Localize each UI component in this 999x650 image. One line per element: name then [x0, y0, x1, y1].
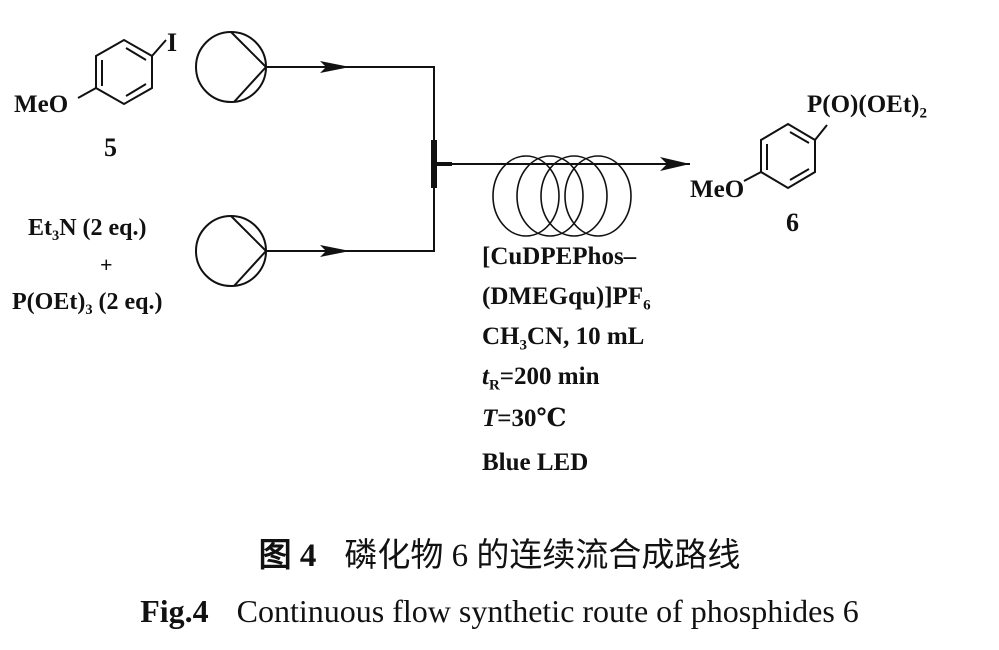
caption-english: Fig.4 Continuous flow synthetic route of … — [0, 593, 999, 630]
feed-line-1 — [266, 66, 435, 140]
caption-en-text: Continuous flow synthetic route of phosp… — [236, 593, 859, 629]
arrowhead-feed-2 — [320, 245, 350, 257]
subscript: 3 — [52, 228, 60, 245]
plus-sign: + — [100, 252, 113, 277]
residence-time-label: tR=200 min — [482, 363, 600, 393]
reactant-triethylamine-label: Et3N (2 eq.) — [28, 215, 147, 243]
coil-reactor-icon — [492, 155, 632, 237]
product-phosphonate-label: P(O)(OEt)2 — [807, 91, 927, 121]
variable: T — [482, 405, 498, 432]
text: CH — [482, 323, 520, 350]
product-methoxy-label: MeO — [690, 176, 745, 203]
feed-line-2 — [266, 188, 435, 252]
text: =200 min — [499, 363, 600, 390]
text: (DMEGqu)]PF — [482, 283, 644, 310]
benzene-ring-reactant — [77, 38, 167, 106]
reactant-5-number: 5 — [104, 133, 117, 162]
temperature-label: T=30℃ — [482, 406, 566, 431]
pump-1-icon — [195, 31, 267, 103]
variable: t — [482, 363, 489, 390]
arrowhead-outlet — [660, 157, 690, 171]
caption-en-label: Fig.4 — [140, 593, 209, 629]
caption-zh-text: 磷化物 6 的连续流合成路线 — [344, 538, 741, 574]
text: Et — [28, 215, 52, 241]
t-mixer-icon — [431, 140, 452, 188]
solvent-label: CH3CN, 10 mL — [482, 323, 645, 353]
caption-zh-label: 图 4 — [258, 538, 317, 574]
pump-2-icon — [195, 215, 267, 287]
caption-chinese: 图 4 磷化物 6 的连续流合成路线 — [0, 528, 999, 576]
text: (2 eq.) — [92, 289, 163, 315]
subscript: 3 — [85, 302, 93, 319]
subscript: 6 — [643, 297, 651, 314]
product-6-number: 6 — [786, 208, 799, 237]
text: P(O)(OEt) — [807, 91, 920, 118]
subscript: R — [488, 377, 500, 394]
subscript: 2 — [919, 105, 927, 122]
subscript: 3 — [519, 337, 528, 354]
catalyst-line-2: (DMEGqu)]PF6 — [482, 283, 651, 313]
reactant-5-methoxy-label: MeO — [14, 91, 69, 118]
benzene-ring-product — [743, 122, 828, 190]
reactant-triethyl-phosphite-label: P(OEt)3 (2 eq.) — [12, 289, 163, 317]
reactant-5-iodo-label: I — [167, 28, 178, 57]
arrowhead-feed-1 — [320, 61, 350, 73]
text: N (2 eq.) — [59, 215, 147, 241]
text: CN, 10 mL — [527, 323, 645, 350]
text: =30℃ — [497, 405, 567, 432]
light-source-label: Blue LED — [482, 449, 589, 476]
catalyst-line-1: [CuDPEPhos– — [482, 243, 637, 270]
text: P(OEt) — [12, 289, 86, 315]
